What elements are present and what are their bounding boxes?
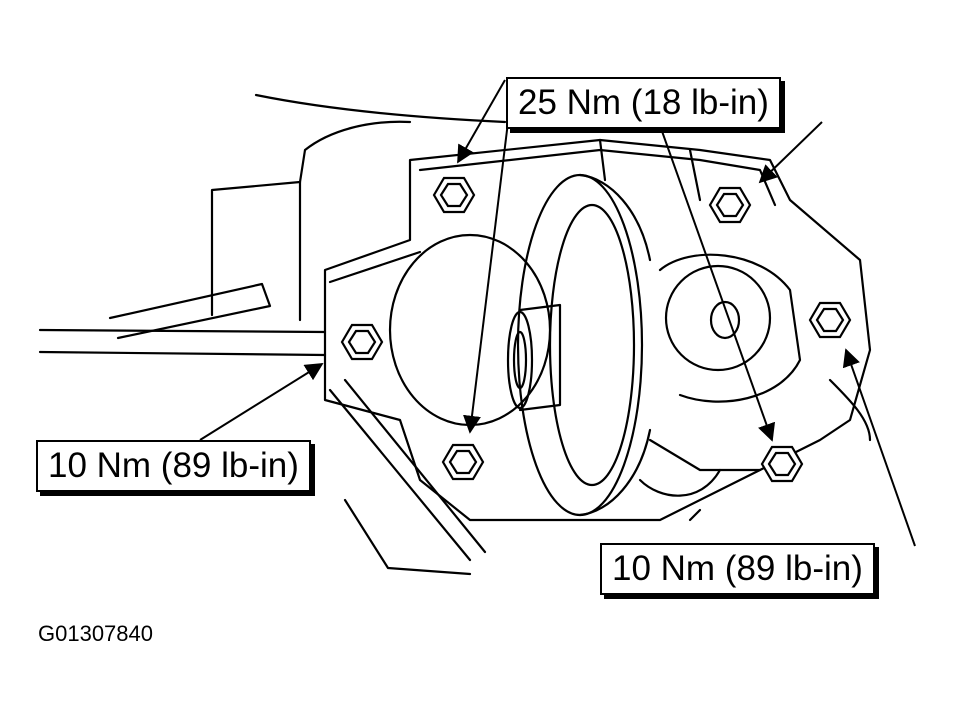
bolt-icon bbox=[432, 176, 476, 214]
engine-outline bbox=[38, 93, 872, 576]
bolt-icon bbox=[808, 301, 852, 339]
leader-arrows bbox=[199, 79, 916, 547]
bolt-icon bbox=[340, 323, 384, 361]
bolts bbox=[340, 176, 852, 483]
torque-label-top: 25 Nm (18 lb-in) bbox=[506, 77, 781, 129]
figure-id: G01307840 bbox=[38, 621, 153, 646]
bolt-icon bbox=[760, 445, 804, 483]
torque-label-left: 10 Nm (89 lb-in) bbox=[36, 440, 311, 492]
torque-label-right: 10 Nm (89 lb-in) bbox=[600, 543, 875, 595]
bolt-icon bbox=[708, 186, 752, 224]
bolt-icon bbox=[441, 443, 485, 481]
